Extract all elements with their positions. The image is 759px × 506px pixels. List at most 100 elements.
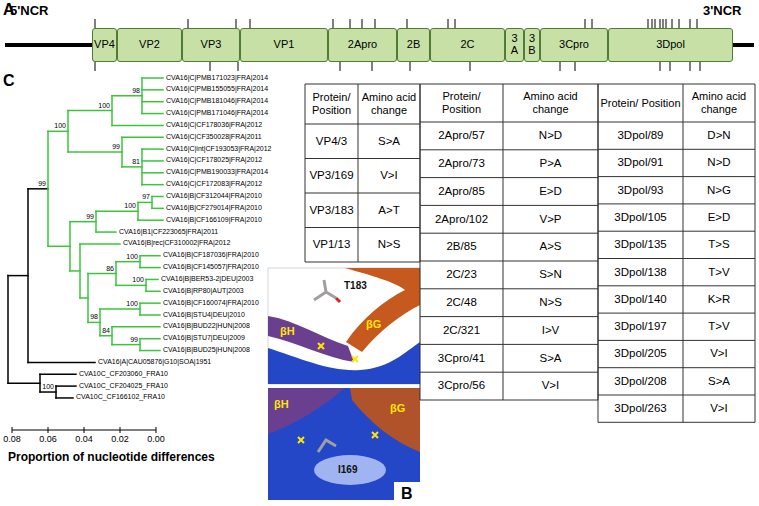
mutation-tick xyxy=(372,62,373,71)
tree-branch xyxy=(115,262,117,286)
tree-branch xyxy=(39,374,41,392)
segment-name: VP3 xyxy=(201,39,222,51)
bootstrap-value: 98 xyxy=(90,313,98,321)
table-cell: E>D xyxy=(505,185,596,198)
protein-segment: 3A xyxy=(505,28,524,62)
table-header: Protein/ Position xyxy=(600,97,681,110)
mutation-tick xyxy=(700,62,701,71)
leaf-label: CVA16|B|RP80|AUT|2003 xyxy=(163,287,244,295)
table-rule xyxy=(598,176,755,177)
tree-branch xyxy=(112,326,160,328)
segment-name: VP4 xyxy=(94,39,115,51)
segment-name: 2C xyxy=(460,39,474,51)
tree-branch xyxy=(80,297,88,299)
strand-label: βH xyxy=(280,325,295,338)
bootstrap-value: 97 xyxy=(142,193,150,201)
table-header: Amino acid change xyxy=(360,91,418,116)
table-cell: T>V xyxy=(685,266,753,279)
bootstrap-value: 99 xyxy=(112,143,120,151)
leaf-label: CVA16|B|STU7|DEU|2009 xyxy=(163,334,245,342)
tree-branch xyxy=(140,255,160,257)
tree-branch xyxy=(122,166,142,168)
tree-branch xyxy=(48,131,68,133)
tree-branch xyxy=(55,386,57,398)
leaf-label: CVA16|C|CF350028|FRA|2011 xyxy=(166,133,262,141)
bootstrap-value: 99 xyxy=(130,336,138,344)
tree-branch xyxy=(56,397,73,399)
mutation-tick xyxy=(690,19,691,28)
mutation-tick xyxy=(592,19,593,28)
strand-label: βG xyxy=(390,402,405,415)
tree-branch xyxy=(142,172,163,174)
bootstrap-value: 100 xyxy=(42,383,54,391)
leaf-label: CVA16|C|PMB171046|FRA|2014 xyxy=(166,109,268,117)
tree-branch xyxy=(151,197,153,209)
protein-segment: 3B xyxy=(524,28,540,62)
axis-title: Proportion of nucleotide differences xyxy=(8,451,215,465)
tree-branch xyxy=(88,322,100,324)
table-cell: K>R xyxy=(685,293,753,306)
table-cell: N>D xyxy=(505,129,596,142)
leaf-label: CVA10C_CF204025_FRA10 xyxy=(79,382,168,390)
tree-branch xyxy=(140,314,160,316)
table-rule xyxy=(420,261,598,262)
table-cell: V>I xyxy=(685,347,753,360)
mutation-tick xyxy=(585,19,586,28)
protein-segment: 2C xyxy=(430,28,505,62)
table-cell: 3Dpol/208 xyxy=(600,375,681,388)
table-cell: A>S xyxy=(505,240,596,253)
mutation-tick xyxy=(407,19,408,28)
mutation-tick xyxy=(666,19,667,28)
axis-tick xyxy=(156,427,157,433)
segment-name: 3A xyxy=(511,33,519,56)
tree-branch xyxy=(116,261,140,263)
tree-branch xyxy=(116,285,146,287)
leaf-label: CVA16|C|CF178025|FRA|2012 xyxy=(166,156,262,164)
table-rule xyxy=(598,285,755,286)
mutation-tick xyxy=(236,19,237,28)
tree-branch xyxy=(141,149,143,185)
protein-segment: VP4 xyxy=(92,28,117,62)
table-cell: 3Dpol/89 xyxy=(600,129,681,142)
protein-segment: 2Apro xyxy=(328,28,397,62)
tree-branch xyxy=(40,391,56,393)
tree-branch xyxy=(140,267,160,269)
panel-letter: B xyxy=(401,485,413,503)
mutation-tick xyxy=(670,62,671,71)
table-cell: 3Dpol/105 xyxy=(600,211,681,224)
tree-branch xyxy=(142,160,163,162)
mutation-tick xyxy=(350,19,351,28)
table-cell: VP1/13 xyxy=(307,238,356,251)
table-rule xyxy=(305,193,420,194)
tree-branch xyxy=(137,202,139,220)
axis-tick-label: 0.02 xyxy=(111,434,129,444)
bootstrap-value: 86 xyxy=(106,265,114,273)
tree-branch xyxy=(142,77,163,79)
table-cell: 3Cpro/56 xyxy=(422,379,501,392)
protein-structure xyxy=(268,268,420,505)
tree-branch xyxy=(145,279,147,291)
tree-branch xyxy=(87,274,89,323)
leaf-label: CVA16|C|CF178036|FRA|2012 xyxy=(166,121,262,129)
table-grid xyxy=(305,84,755,422)
tree-branch xyxy=(138,202,152,204)
table-cell: N>S xyxy=(360,238,418,251)
tree-branch xyxy=(112,344,140,346)
segment-name: 2Apro xyxy=(348,39,377,51)
tree-branch xyxy=(146,291,160,293)
axis-tick-label: 0.04 xyxy=(75,434,93,444)
table-cell: T>S xyxy=(685,238,753,251)
mutation-tick xyxy=(238,62,239,71)
table-rule xyxy=(598,231,755,232)
segment-name: 3Cpro xyxy=(559,39,589,51)
bootstrap-value: 100 xyxy=(124,202,136,210)
leaf-label: CVA16|B|rec|CF310002|FRA|2012 xyxy=(123,239,230,247)
leaf-label: CVA16|C|CF172083|FRA|2012 xyxy=(166,180,262,188)
mutation-tick xyxy=(448,19,449,28)
mutation-tick xyxy=(575,62,576,71)
mutation-tick xyxy=(95,19,96,28)
table-cell: 3Dpol/197 xyxy=(600,320,681,333)
mutation-tick xyxy=(690,62,691,71)
table-rule xyxy=(598,313,755,314)
table-cell: 3Dpol/93 xyxy=(600,184,681,197)
